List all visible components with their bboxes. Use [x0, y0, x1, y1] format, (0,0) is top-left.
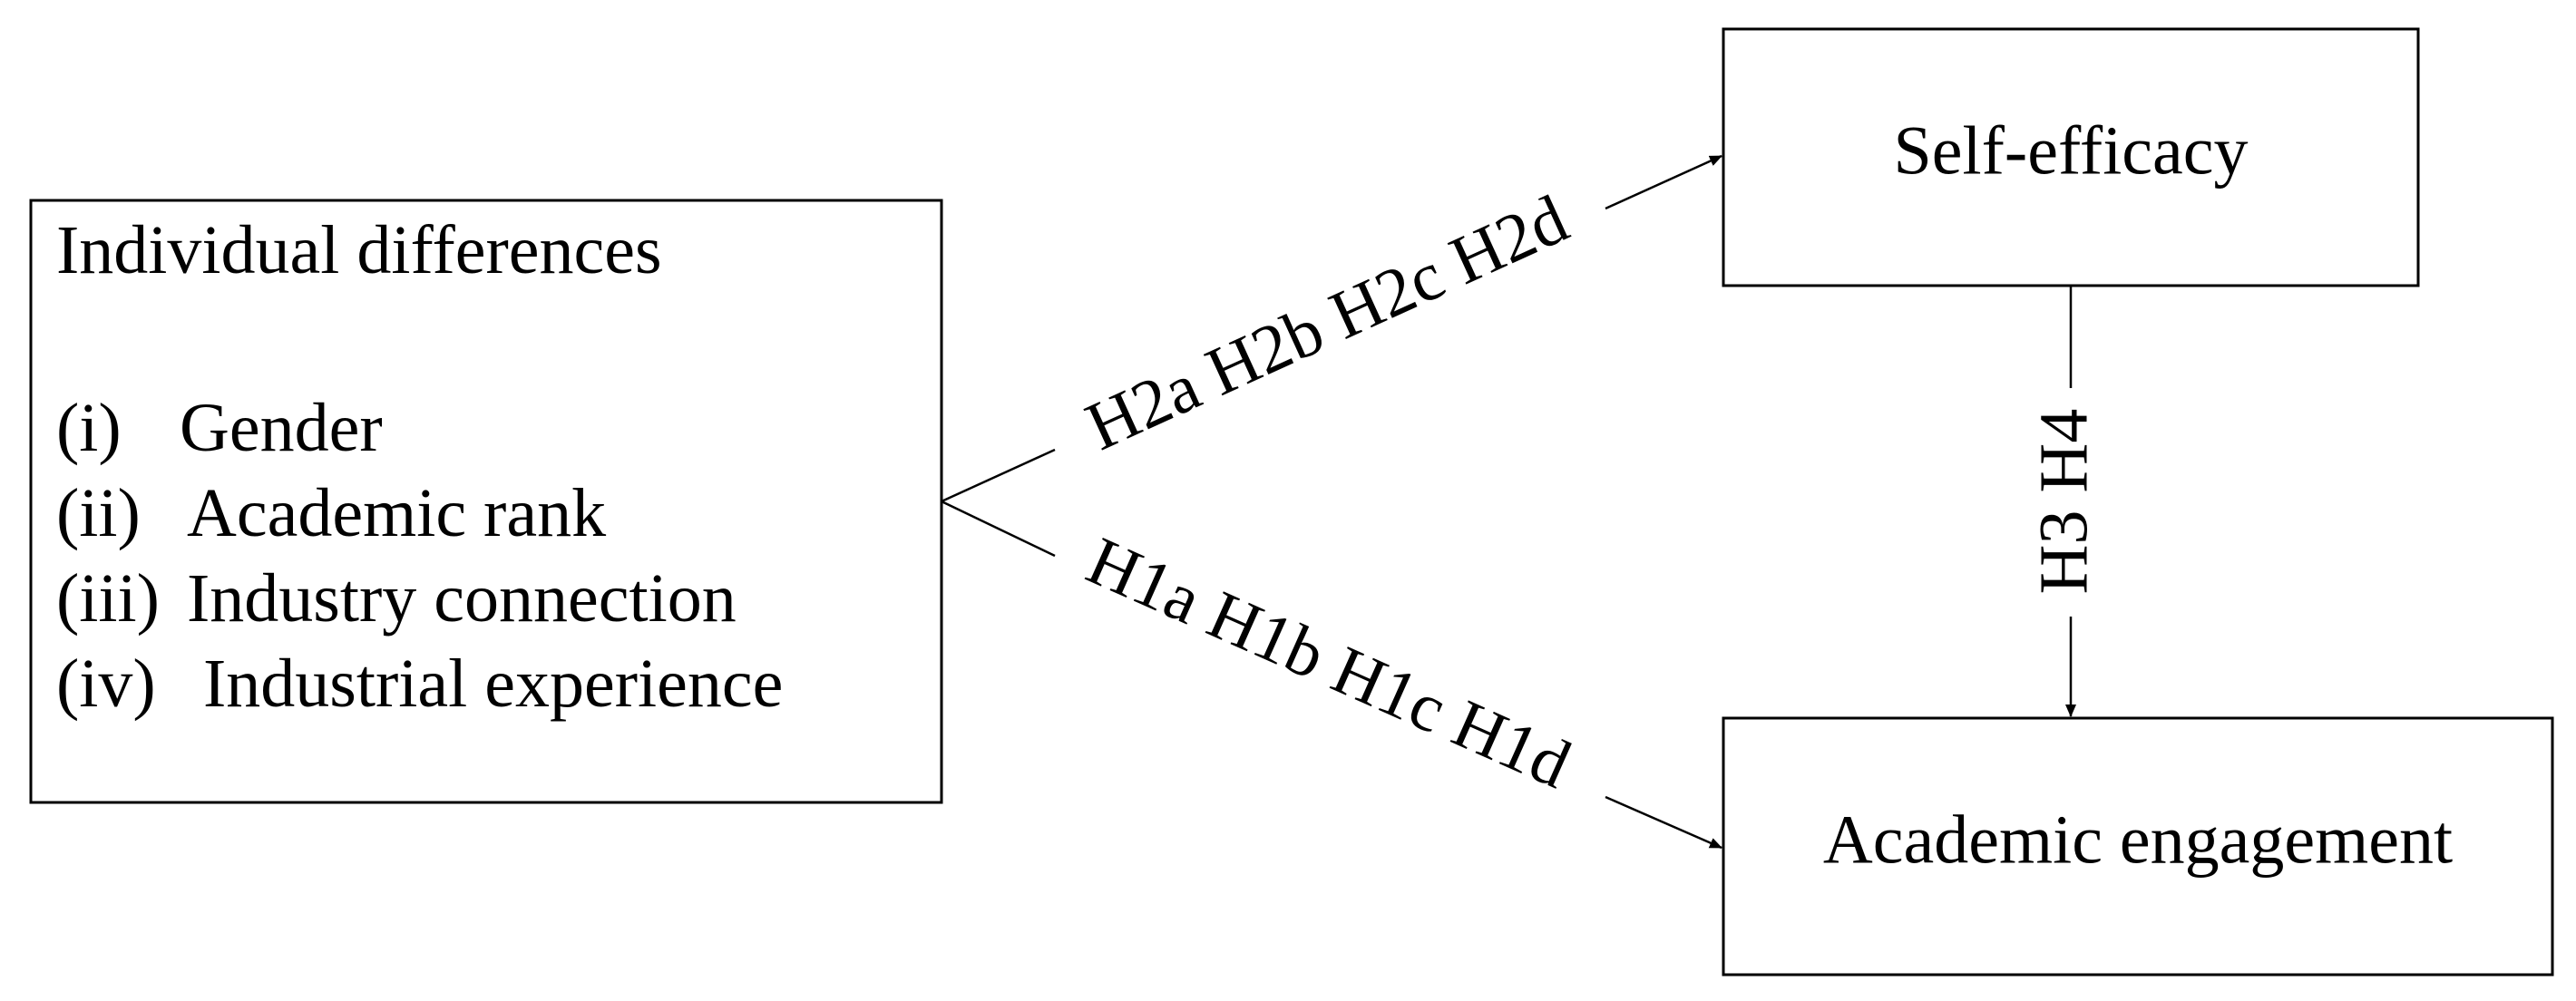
list-item-text: Gender — [180, 390, 383, 466]
list-item-marker: (ii) — [56, 475, 141, 551]
academic-engagement-box: Academic engagement — [1722, 716, 2554, 977]
arrow-line — [1605, 795, 1722, 850]
list-item: (ii) Academic rank — [56, 475, 606, 551]
list-item-text: Industry connection — [187, 560, 737, 637]
edge-self-to-engagement: H3 H4 — [2025, 286, 2102, 717]
list-item-marker: (iv) — [56, 646, 156, 722]
self-efficacy-box: Self-efficacy — [1722, 27, 2420, 287]
list-item-marker: (iii) — [56, 560, 160, 637]
edge-label-h1: H1a H1b H1c H1d — [1077, 522, 1582, 802]
individual-differences-box: Individual differences (i) Gender (ii) A… — [29, 199, 943, 804]
edge-label-h3-h4: H3 H4 — [2025, 409, 2102, 595]
arrow-line — [1605, 154, 1722, 210]
list-item: (iv) Industrial experience — [56, 646, 783, 722]
arrow-line — [941, 500, 1056, 558]
list-item: (i) Gender — [56, 390, 383, 466]
arrow-line — [941, 448, 1056, 503]
list-item-marker: (i) — [56, 390, 122, 466]
edge-to-academic-engagement: H1a H1b H1c H1d — [941, 500, 1722, 850]
list-item-text: Academic rank — [187, 475, 606, 551]
edge-label-h2: H2a H2b H2c H2d — [1075, 180, 1578, 465]
list-item: (iii) Industry connection — [56, 560, 737, 637]
academic-engagement-label: Academic engagement — [1823, 802, 2453, 878]
individual-differences-title: Individual differences — [56, 212, 662, 288]
self-efficacy-label: Self-efficacy — [1893, 112, 2248, 189]
edge-to-self-efficacy: H2a H2b H2c H2d — [941, 154, 1722, 503]
list-item-text: Industrial experience — [203, 646, 783, 722]
